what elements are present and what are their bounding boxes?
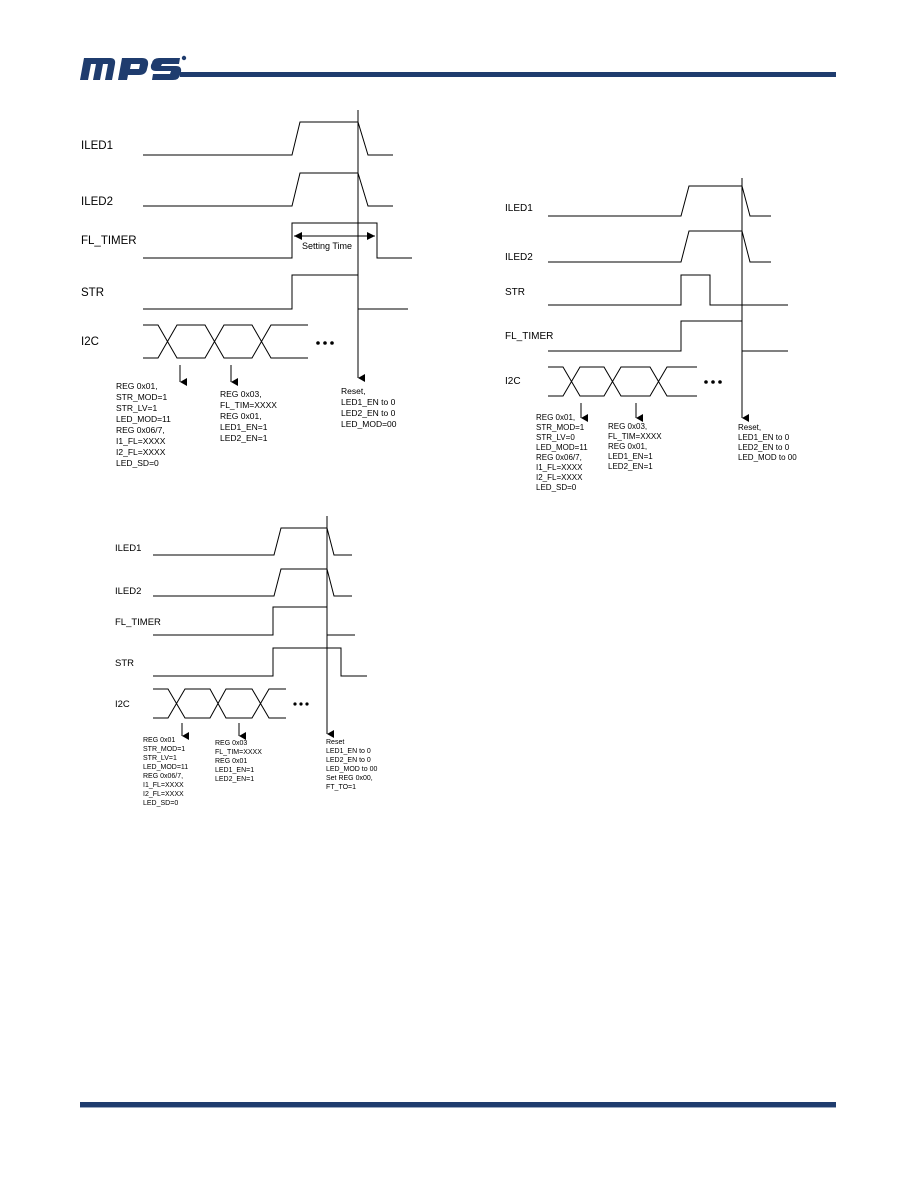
- fl-timer-waveform: [153, 606, 355, 636]
- header-rule: [180, 72, 836, 77]
- ellipsis-dots: [704, 380, 722, 384]
- iled2-waveform: [153, 568, 352, 597]
- note-block-1: REG 0x01, STR_MOD=1 STR_LV=0 LED_MOD=11 …: [536, 413, 590, 492]
- iled1-waveform: [143, 121, 393, 156]
- note-block-2: REG 0x03 FL_TIM=XXXX REG 0x01 LED1_EN=1 …: [215, 740, 264, 783]
- signal-label: STR: [505, 287, 525, 298]
- ellipsis-dots: [293, 702, 309, 706]
- setting-time-label: Setting Time: [302, 241, 352, 251]
- signal-label: ILED2: [115, 586, 141, 597]
- str-waveform: [548, 274, 788, 306]
- fl-timer-waveform: [143, 222, 412, 259]
- timing-diagram-3: ILED1 ILED2 FL_TIMER STR I2C REG 0x01 ST…: [115, 516, 379, 807]
- footer-rule-shadow: [80, 1107, 836, 1108]
- signal-label: ILED1: [115, 543, 141, 554]
- iled1-waveform: [153, 527, 352, 556]
- iled2-waveform: [143, 172, 393, 207]
- timing-diagram-2: ILED1 ILED2 STR FL_TIMER I2C REG 0x01, S…: [505, 178, 797, 492]
- footer-rule: [80, 1102, 836, 1107]
- signal-label: ILED2: [505, 252, 533, 263]
- signal-label: I2C: [505, 376, 521, 387]
- timing-diagram-1: ILED1 ILED2 FL_TIMER STR I2C Setting Tim…: [81, 110, 412, 468]
- note-block-3: Reset LED1_EN to 0 LED2_EN to 0 LED_MOD …: [326, 739, 379, 791]
- signal-label: I2C: [81, 336, 99, 348]
- note-block-3: Reset, LED1_EN to 0 LED2_EN to 0 LED_MOD…: [738, 423, 797, 462]
- signal-label: ILED2: [81, 196, 113, 208]
- i2c-waveform: [153, 688, 286, 719]
- signal-label: ILED1: [81, 140, 113, 152]
- note-block-1: REG 0x01, STR_MOD=1 STR_LV=1 LED_MOD=11 …: [116, 381, 173, 468]
- signal-label: ILED1: [505, 203, 533, 214]
- signal-label: I2C: [115, 699, 130, 710]
- iled2-waveform: [548, 230, 771, 263]
- note-block-3: Reset, LED1_EN to 0 LED2_EN to 0 LED_MOD…: [341, 386, 398, 429]
- signal-label: STR: [81, 287, 104, 299]
- signal-label: FL_TIMER: [505, 331, 553, 342]
- i2c-waveform: [143, 324, 308, 359]
- signal-label: FL_TIMER: [115, 617, 161, 628]
- note-block-2: REG 0x03, FL_TIM=XXXX REG 0x01, LED1_EN=…: [608, 422, 664, 471]
- note-block-2: REG 0x03, FL_TIM=XXXX REG 0x01, LED1_EN=…: [220, 389, 279, 443]
- str-waveform: [153, 647, 367, 677]
- signal-label: FL_TIMER: [81, 235, 137, 247]
- note-block-1: REG 0x01 STR_MOD=1 STR_LV=1 LED_MOD=11 R…: [143, 737, 190, 807]
- ellipsis-dots: [316, 341, 334, 345]
- fl-timer-waveform: [548, 320, 788, 352]
- str-waveform: [143, 274, 408, 310]
- mps-logo: [80, 55, 187, 80]
- iled1-waveform: [548, 185, 771, 217]
- signal-label: STR: [115, 658, 134, 669]
- i2c-waveform: [548, 366, 697, 397]
